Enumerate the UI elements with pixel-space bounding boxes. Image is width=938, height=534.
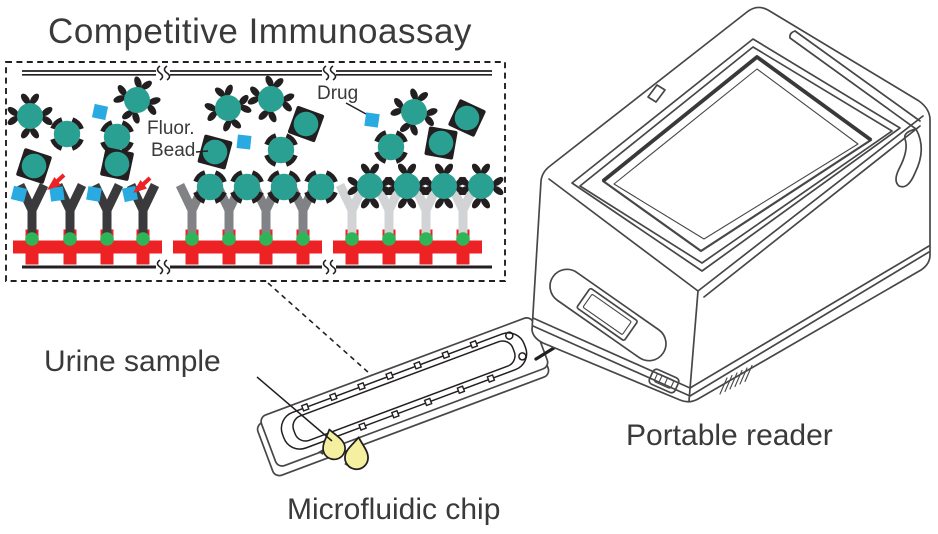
chip-channel-outer: [280, 332, 528, 450]
assay-zone-medium-drug: [173, 71, 337, 265]
reader-screen-shadow-edge: [601, 55, 873, 183]
reader-chip-slot: [549, 268, 667, 362]
portable-reader: [531, 6, 931, 403]
magnification-callout-line: [267, 282, 407, 407]
break-mark: [163, 259, 171, 275]
portable-reader-label: Portable reader: [626, 419, 833, 452]
reader-rim-notch: [647, 84, 666, 103]
fluorescent-bead: [200, 80, 257, 137]
panel-title: Competitive Immunoassay: [48, 12, 472, 51]
fluor-bead-label-line1: Fluor.: [147, 118, 195, 139]
break-mark: [156, 259, 164, 275]
reader-body: [531, 6, 931, 403]
label-leader-lines: [195, 102, 367, 153]
reader-vent: [719, 364, 753, 395]
reader-body-seams: [532, 125, 930, 397]
drug-molecule: [49, 186, 65, 202]
urine-sample-label: Urine sample: [44, 345, 221, 378]
fluorescent-bead: [6, 92, 54, 140]
assay-dashed-border: [5, 61, 506, 282]
fluorescent-bead: [424, 126, 458, 160]
break-mark: [329, 259, 337, 275]
drug-molecule: [236, 134, 252, 150]
assay-zone-high-drug: [6, 70, 167, 265]
drug-molecule: [121, 185, 139, 203]
reader-lid-handle: [789, 30, 921, 130]
fluorescent-bead: [266, 135, 297, 166]
fluorescent-bead: [195, 172, 226, 203]
break-mark: [322, 259, 330, 275]
fluor-bead-label-line2: Bead: [151, 140, 196, 161]
fluorescent-bead: [99, 146, 135, 182]
drug-molecule: [364, 112, 380, 128]
fluorescent-bead: [269, 172, 300, 203]
microfluidic-chip-label: Microfluidic chip: [287, 493, 501, 526]
microfluidic-chip: [256, 317, 550, 477]
break-mark: [156, 65, 164, 81]
urine-leader-line: [256, 376, 333, 442]
channel-top-wall: [22, 70, 492, 76]
break-mark: [163, 65, 171, 81]
fluorescent-bead: [52, 119, 83, 150]
break-mark: [322, 65, 330, 81]
fluorescent-bead: [232, 172, 263, 203]
fluorescent-bead: [243, 71, 299, 127]
fluorescent-bead: [306, 172, 337, 203]
chip-channel-inner: [292, 340, 516, 442]
reader-screen: [613, 68, 859, 240]
break-mark: [329, 65, 337, 81]
reader-top-rim: [571, 38, 901, 272]
drug-molecule: [86, 186, 102, 202]
fluorescent-bead: [15, 147, 53, 185]
chip-outlet-port: [505, 331, 514, 340]
reader-connector-port: [648, 368, 680, 394]
chip-outlet-port: [518, 352, 527, 361]
drug-label: Drug: [317, 83, 359, 104]
fluorescent-bead: [376, 132, 407, 163]
reader-face-creases: [548, 115, 924, 402]
drug-molecule: [91, 103, 109, 121]
immunoassay-panel: [5, 61, 506, 282]
